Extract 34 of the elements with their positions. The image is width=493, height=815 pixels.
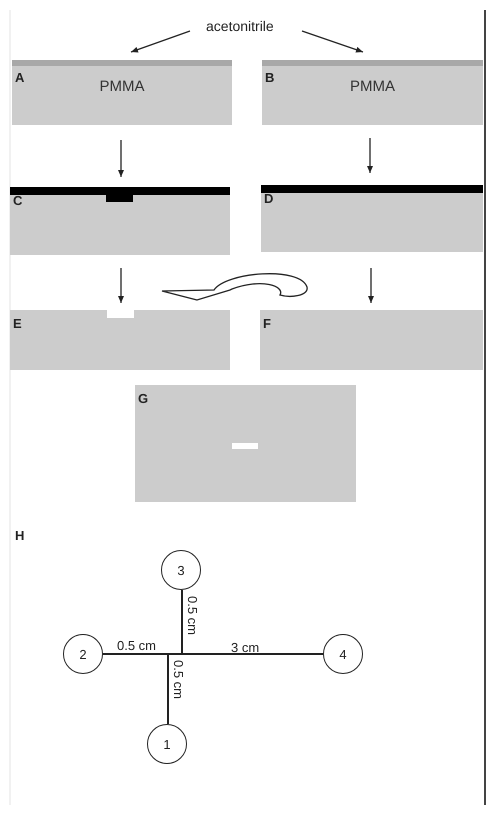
panel-letter: B: [265, 70, 274, 85]
material-label: PMMA: [98, 78, 146, 95]
substrate-layer: [10, 310, 230, 370]
arrow: [368, 268, 374, 303]
panel-letter: E: [13, 316, 22, 331]
substrate-layer: [261, 185, 483, 252]
substrate-layer: [10, 187, 230, 255]
arrow: [118, 268, 124, 303]
panel-letter: D: [264, 191, 274, 206]
dimension-label: 0.5 cm: [117, 638, 156, 653]
reservoir-circle: 2: [63, 634, 103, 674]
channel-line: [103, 653, 169, 724]
panel-letter: F: [263, 316, 271, 331]
label-text: acetonitrile: [206, 18, 274, 34]
dimension-label: 3 cm: [231, 640, 260, 655]
substrate-layer: [260, 310, 483, 370]
curved-block-arrow: [161, 273, 308, 301]
substrate-layer: [262, 60, 483, 125]
arrow: [130, 30, 190, 53]
reservoir-circle: 1: [147, 724, 187, 764]
substrate-layer: [135, 385, 356, 502]
dimension-label: 0.5 cm: [185, 596, 200, 636]
arrow: [118, 140, 124, 177]
material-label: PMMA: [349, 78, 396, 95]
panel-letter: C: [13, 193, 22, 208]
reservoir-circle: 3: [161, 550, 201, 590]
arrow: [302, 30, 364, 53]
panel-letter: H: [15, 528, 24, 543]
panel-letter: G: [138, 391, 148, 406]
panel-letter: A: [15, 70, 24, 85]
substrate-layer: [12, 60, 232, 125]
arrow: [367, 138, 373, 173]
reservoir-circle: 4: [323, 634, 363, 674]
dimension-label: 0.5 cm: [171, 660, 186, 700]
